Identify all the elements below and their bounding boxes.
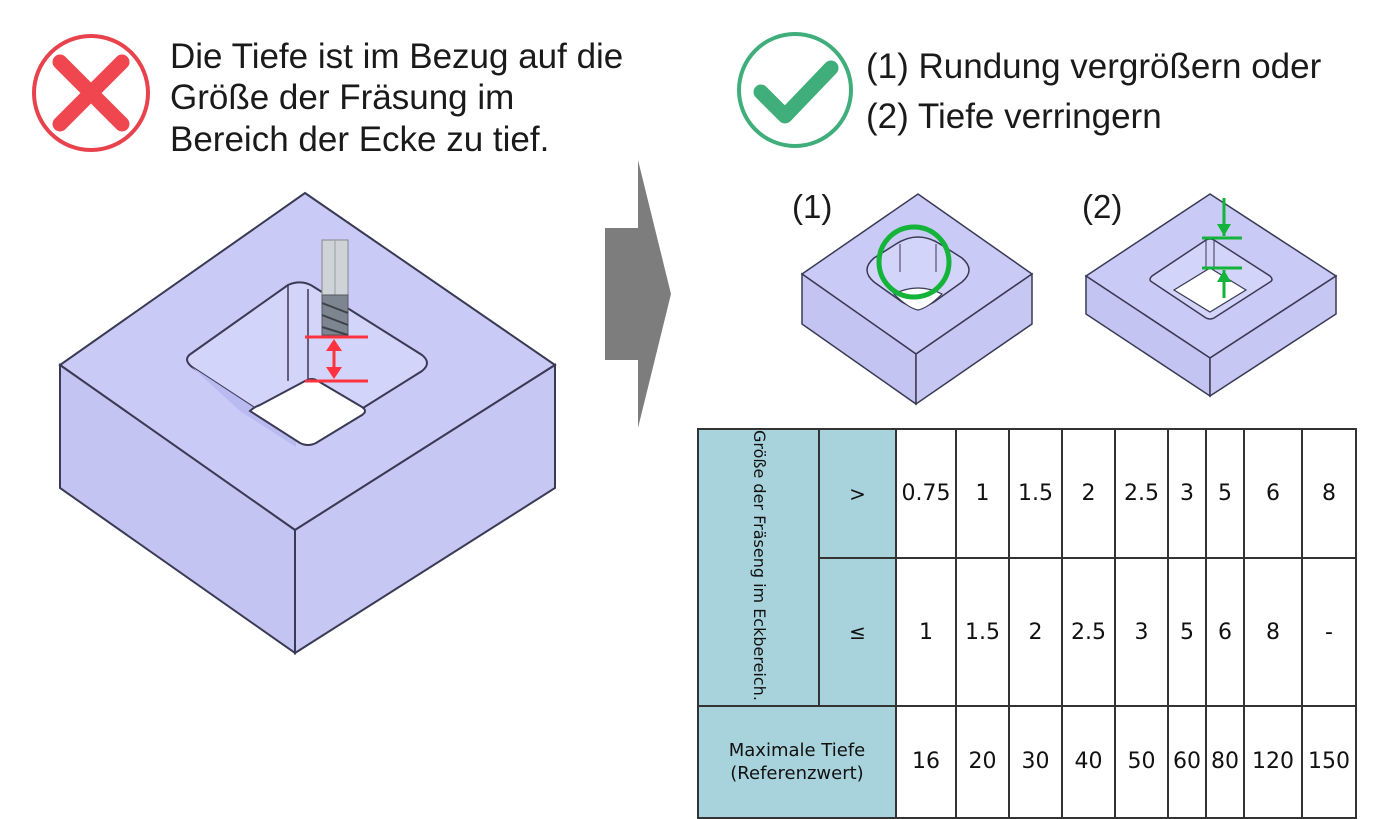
transition-arrow-icon: [605, 160, 671, 428]
option-2-block-illustration: [1084, 193, 1338, 398]
table-cell: 6: [1243, 427, 1303, 560]
depth-reference-table: Größe der Fräseng im Eckbereich. > 0.75 …: [697, 427, 1357, 819]
table-cell: 2: [1061, 427, 1116, 560]
solution-line: (1) Rundung vergrößern oder: [866, 47, 1322, 86]
option-2-label: (2): [1082, 188, 1123, 225]
table-cell: 3: [1167, 427, 1207, 560]
table-cell: 120: [1243, 704, 1303, 819]
max-depth-sublabel: (Referenzwert): [730, 762, 864, 784]
corner-size-header: Größe der Fräseng im Eckbereich.: [697, 428, 820, 707]
problem-line: Bereich der Ecke zu tief.: [170, 119, 550, 159]
table-cell: 150: [1301, 704, 1357, 819]
table-cell: 30: [1008, 704, 1063, 819]
solution-message: (1) Rundung vergrößern oder (2) Tiefe ve…: [866, 42, 1321, 141]
table-cell: 1: [955, 427, 1010, 560]
table-cell: 16: [895, 704, 957, 819]
option-1-block-illustration: [800, 193, 1034, 406]
corner-size-header-text: Größe der Fräseng im Eckbereich.: [749, 430, 769, 701]
table-cell: 20: [955, 704, 1010, 819]
deep-pocket-block-illustration: [58, 191, 557, 655]
table-cell: 80: [1205, 704, 1245, 819]
table-cell: 6: [1205, 557, 1245, 707]
table-cell: 0.75: [895, 427, 957, 560]
problem-line: Größe der Fräsung im: [170, 78, 515, 118]
problem-line: Die Tiefe ist im Bezug auf die: [170, 37, 624, 76]
table-cell: 3: [1114, 557, 1169, 707]
problem-message: Die Tiefe ist im Bezug auf die Größe der…: [170, 36, 623, 160]
gt-symbol-cell: >: [818, 427, 897, 560]
table-cell: 50: [1114, 704, 1169, 819]
option-1-label: (1): [792, 188, 833, 225]
table-cell: 2.5: [1061, 557, 1116, 707]
table-cell: 40: [1061, 704, 1116, 819]
table-cell: 2: [1008, 557, 1063, 707]
table-cell: 2.5: [1114, 427, 1169, 560]
table-cell: 8: [1243, 557, 1303, 707]
table-cell: -: [1301, 557, 1357, 707]
table-cell: 1.5: [955, 557, 1010, 707]
max-depth-header: Maximale Tiefe (Referenzwert): [697, 704, 897, 819]
max-depth-label: Maximale Tiefe: [728, 739, 866, 761]
table-cell: 5: [1167, 557, 1207, 707]
table-cell: 1.5: [1008, 427, 1063, 560]
table-cell: 60: [1167, 704, 1207, 819]
table-cell: 5: [1205, 427, 1245, 560]
solution-line: (2) Tiefe verringern: [866, 96, 1162, 136]
le-symbol-cell: ≤: [818, 557, 897, 707]
cross-icon: [32, 34, 150, 152]
check-icon: [737, 32, 853, 148]
radius-highlight-circle: [876, 224, 952, 300]
table-cell: 8: [1301, 427, 1357, 560]
table-cell: 1: [895, 557, 957, 707]
